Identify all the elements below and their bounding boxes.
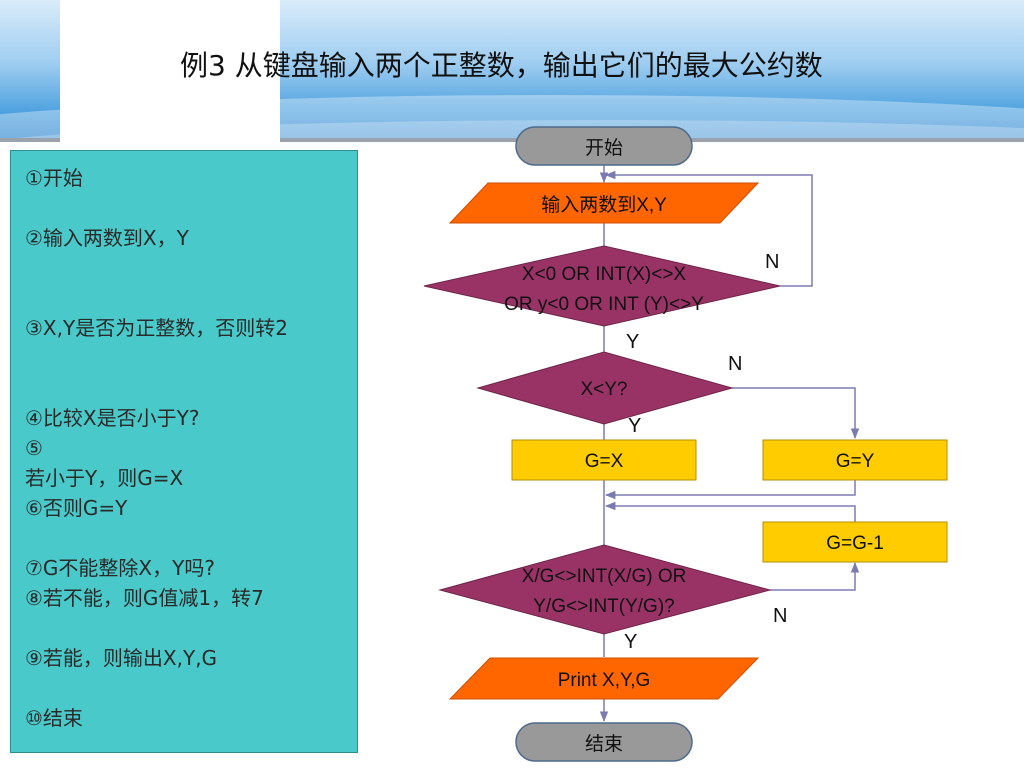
g-decrement-node [762, 521, 948, 563]
start-terminal [515, 126, 693, 166]
check-positive-label-1: X<0 OR INT(X)<>X [522, 264, 687, 285]
step-line: ③X,Y是否为正整数，否则转2 [25, 316, 288, 340]
output-node [448, 657, 760, 700]
page-title: 例3 从键盘输入两个正整数，输出它们的最大公约数 [180, 49, 823, 82]
divisible-yes-label: Y [624, 631, 637, 653]
divisible-no-label: N [773, 605, 787, 627]
step-line: ⑦G不能整除X，Y吗? [25, 556, 215, 580]
g-eq-x-label: G=X [585, 451, 624, 472]
connector-compare-no [732, 387, 860, 440]
connector-decrement-loop [604, 501, 856, 522]
input-node [448, 182, 760, 224]
header-white-panel [60, 0, 280, 150]
g-eq-y-label: G=Y [836, 451, 875, 472]
g-eq-y-node [762, 439, 948, 481]
step-line: ⑨若能，则输出X,Y,G [25, 646, 218, 670]
connectors [599, 165, 860, 723]
input-label: 输入两数到X,Y [541, 194, 667, 216]
step-line: ②输入两数到X，Y [25, 226, 189, 250]
divisible-label-2: Y/G<>INT(Y/G)? [533, 596, 674, 617]
divisible-label-1: X/G<>INT(X/G) OR [522, 566, 687, 587]
end-label: 结束 [585, 733, 623, 755]
connector-divisible-no [770, 561, 860, 591]
g-eq-x-node [511, 439, 697, 481]
step-line: ④比较X是否小于Y? [25, 406, 200, 430]
check-positive-no-label: N [765, 251, 779, 273]
steps-panel: ①开始 ②输入两数到X，Y ③X,Y是否为正整数，否则转2 ④比较X是否小于Y?… [10, 150, 358, 753]
connector-check-no-loop [604, 170, 813, 287]
step-line: ⑤ [25, 436, 43, 460]
check-positive-label-2: OR y<0 OR INT (Y)<>Y [504, 294, 704, 315]
connector-gy-merge [604, 480, 856, 500]
step-line: ⑧若不能，则G值减1，转7 [25, 586, 264, 610]
header-divider [0, 138, 1024, 142]
end-terminal [515, 722, 693, 762]
step-line: 若小于Y，则G=X [25, 466, 184, 490]
step-line: ⑥否则G=Y [25, 496, 128, 520]
g-decrement-label: G=G-1 [826, 533, 884, 554]
compare-label: X<Y? [580, 379, 627, 400]
divisible-decision [438, 544, 772, 635]
output-label: Print X,Y,G [558, 670, 651, 691]
step-line: ⑩结束 [25, 706, 83, 730]
compare-yes-label: Y [628, 415, 641, 437]
start-label: 开始 [585, 137, 623, 159]
check-positive-decision [423, 245, 781, 327]
check-positive-yes-label: Y [626, 331, 639, 353]
step-line: ①开始 [25, 166, 83, 190]
compare-no-label: N [728, 353, 742, 375]
compare-decision [476, 351, 734, 425]
